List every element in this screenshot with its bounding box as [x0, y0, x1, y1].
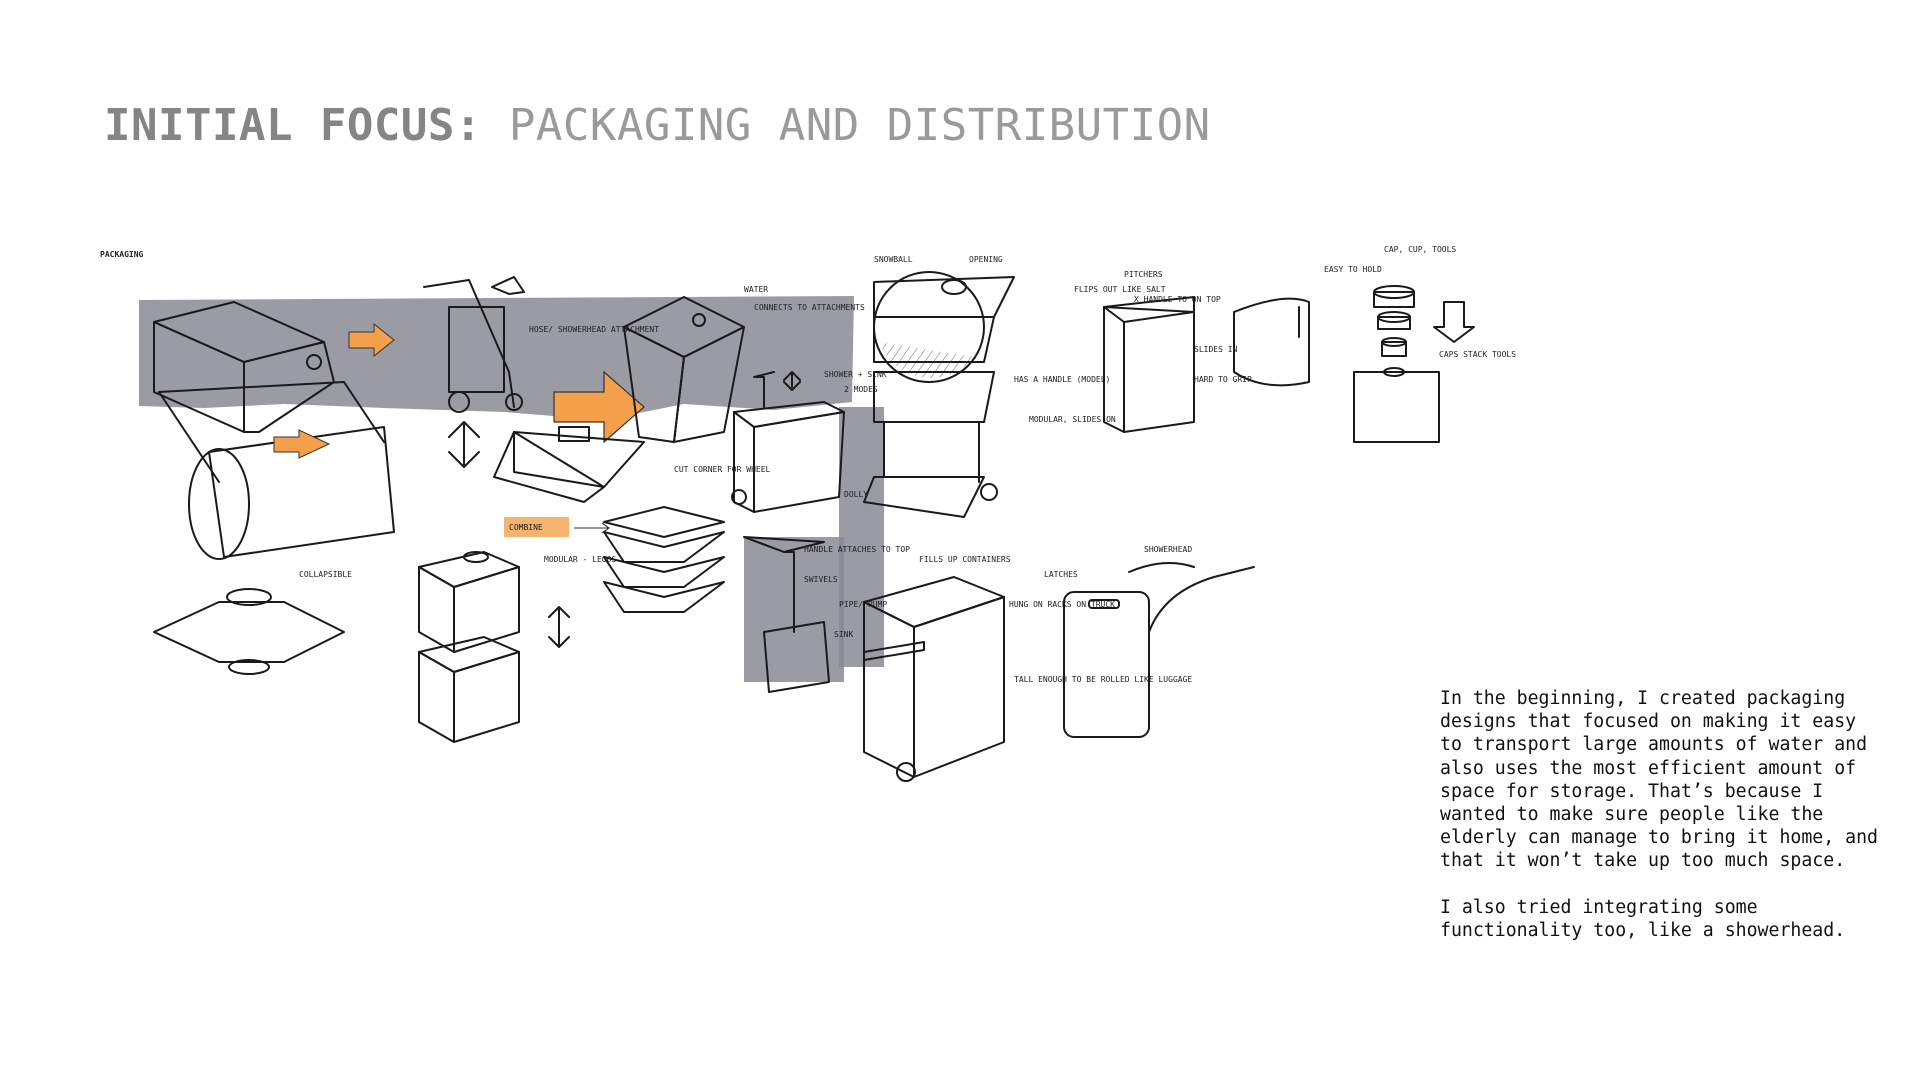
title-light: PACKAGING AND DISTRIBUTION — [508, 100, 1211, 151]
sketch-illustration: PACKAGING HOSE/ SHOWERHEAD ATTACHMENT WA… — [100, 245, 1516, 782]
sketch-tray — [448, 421, 645, 503]
combine-highlight — [504, 517, 569, 537]
note-cut-corner: CUT CORNER FOR WHEEL — [674, 465, 771, 474]
note-packaging: PACKAGING — [100, 250, 144, 259]
note-latches: LATCHES — [1044, 570, 1078, 579]
note-connects: CONNECTS TO ATTACHMENTS — [754, 303, 865, 312]
arrow-orange-2 — [553, 370, 645, 444]
note-has-handle: HAS A HANDLE (MODEL) — [1014, 375, 1110, 384]
note-modular-slides: MODULAR, SLIDES ON — [1029, 415, 1116, 424]
sketch-roller — [158, 381, 395, 560]
note-swivels: SWIVELS — [804, 575, 838, 584]
sketch-stacked-trays — [603, 506, 725, 613]
note-flips-out: FLIPS OUT LIKE SALT — [1074, 285, 1166, 294]
note-handle-attaches: HANDLE ATTACHES TO TOP — [804, 545, 910, 554]
note-hose: HOSE/ SHOWERHEAD ATTACHMENT — [529, 325, 659, 334]
note-hard-to-grip: HARD TO GRIP — [1194, 375, 1252, 384]
sketch-sheet: PACKAGING HOSE/ SHOWERHEAD ATTACHMENT WA… — [84, 232, 1854, 852]
note-opening: OPENING — [969, 255, 1003, 264]
description-paragraph-1: In the beginning, I created packaging de… — [1440, 688, 1889, 872]
sketch-shower-unit — [731, 371, 845, 693]
note-pitchers: PITCHERS — [1124, 270, 1163, 279]
description-text: In the beginning, I created packaging de… — [1440, 687, 1880, 942]
note-modular-legos: MODULAR - LEGOS — [544, 555, 616, 564]
note-collapsible: COLLAPSIBLE — [299, 570, 352, 579]
sketch-pitchers — [1103, 296, 1310, 433]
sketch-luggage — [863, 576, 1005, 782]
description-paragraph-2: I also tried integrating some functional… — [1440, 896, 1846, 942]
sketch-spout-box — [623, 296, 745, 443]
note-two-modes: 2 MODES — [844, 385, 878, 394]
note-cap-cup-tools: CAP, CUP, TOOLS — [1384, 245, 1456, 254]
arrow-shower — [783, 371, 801, 391]
note-hung-on-racks: HUNG ON RACKS ON TRUCK — [1009, 600, 1115, 609]
note-shower-sink: SHOWER + SINK — [824, 370, 887, 379]
sketch-wedge-box — [153, 301, 335, 433]
note-slides-in: SLIDES IN — [1194, 345, 1238, 354]
note-sink: SINK — [834, 630, 853, 639]
sketch-legos — [418, 551, 520, 743]
note-combine: COMBINE — [509, 523, 543, 532]
page-title: INITIAL FOCUS: PACKAGING AND DISTRIBUTIO… — [104, 100, 1211, 151]
sketch-cart — [423, 276, 525, 413]
note-fills-up: FILLS UP CONTAINERS — [919, 555, 1011, 564]
sketch-showerhead-container — [1063, 562, 1255, 738]
marker-strip — [839, 407, 884, 667]
arrow-legos — [548, 606, 570, 648]
note-tall-enough: TALL ENOUGH TO BE ROLLED LIKE LUGGAGE — [1014, 675, 1192, 684]
note-snowball: SNOWBALL — [874, 255, 913, 264]
note-showerhead: SHOWERHEAD — [1144, 545, 1192, 554]
note-dolly: DOLLY — [844, 490, 868, 499]
note-easy-to-hold: EASY TO HOLD — [1324, 265, 1382, 274]
marker-band — [139, 296, 854, 420]
sketch-dolly — [863, 276, 1015, 518]
note-caps-stack: CAPS STACK TOOLS — [1439, 350, 1516, 359]
sketch-cap-stack — [1353, 285, 1440, 443]
sketch-snowball — [873, 271, 985, 383]
note-water: WATER — [744, 285, 768, 294]
title-bold: INITIAL FOCUS: — [104, 100, 482, 151]
arrow-caps — [1433, 301, 1475, 343]
sketch-collapsible — [153, 588, 345, 675]
arrow-orange-1 — [348, 322, 395, 358]
